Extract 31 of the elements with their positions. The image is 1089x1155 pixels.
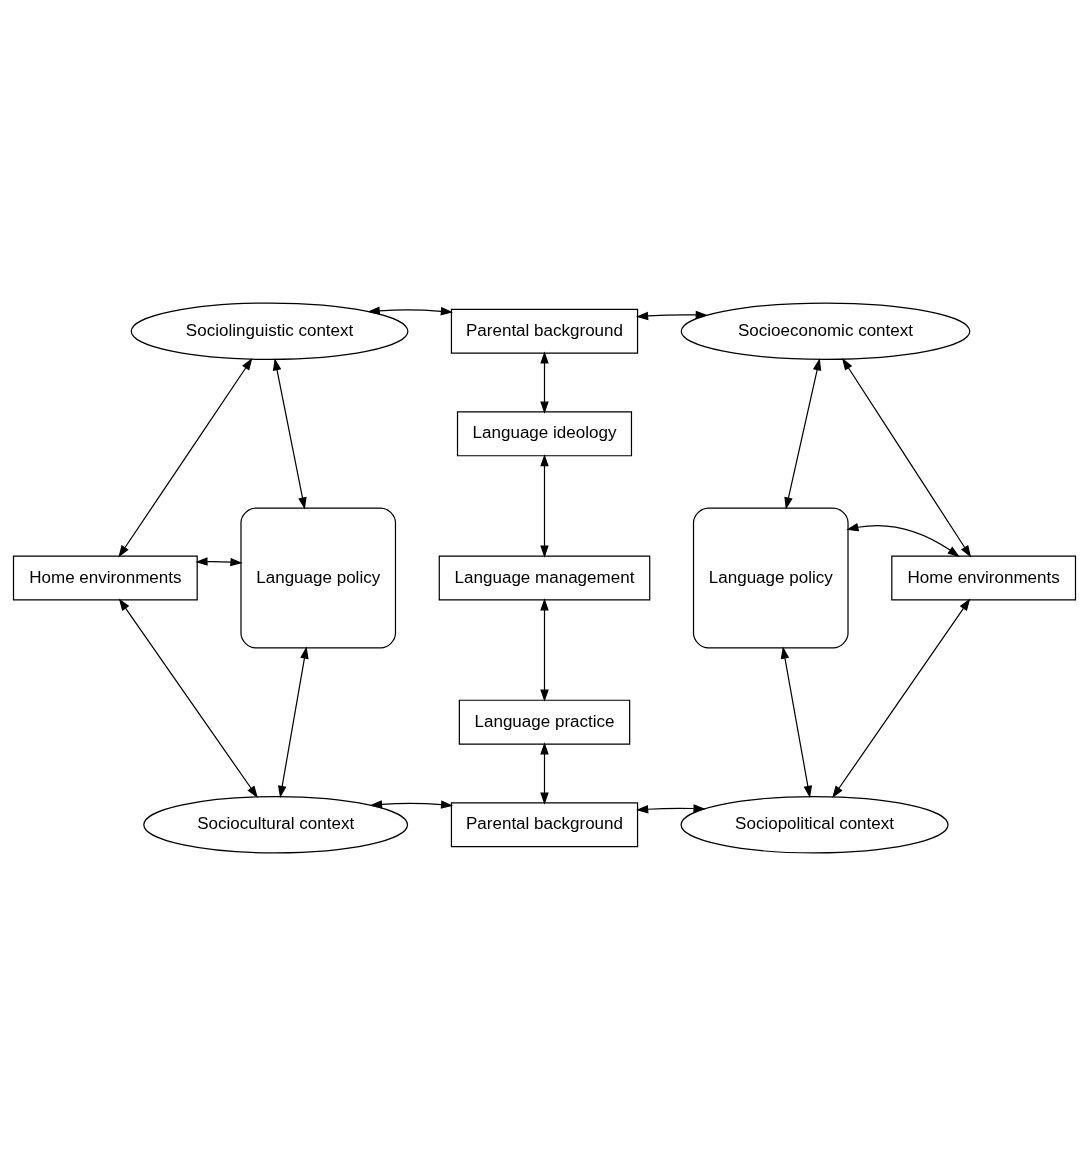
arrow [635,310,708,320]
node-box: Language policy [692,506,849,649]
arrow [832,598,971,798]
node-box: Language ideology [456,410,633,456]
arrow [278,645,309,798]
arrow [846,522,960,557]
arrow [540,453,549,558]
arrow [784,357,822,509]
node-box: Language policy [240,506,397,649]
arrow [118,357,253,557]
node-box: Home environments [12,555,198,600]
arrow [540,597,549,702]
arrow [369,799,454,809]
arrow [842,357,972,557]
node-box: Parental background [450,801,639,847]
node-ellipse: Sociopolitical context [680,795,949,854]
node-ellipse: Sociocultural context [143,795,409,854]
arrow [195,556,243,566]
node-box: Language practice [458,699,631,745]
node-ellipse: Socioeconomic context [680,301,971,360]
node-box: Parental background [450,308,639,354]
arrow [367,306,453,315]
arrow [636,803,706,813]
arrow [780,645,813,798]
node-box: Home environments [891,555,1077,600]
node-box: Language management [438,555,651,600]
node-ellipse: Sociolinguistic context [130,301,409,360]
arrow [540,350,549,414]
arrow [540,741,549,805]
arrow [272,357,307,510]
arrow [118,598,258,798]
